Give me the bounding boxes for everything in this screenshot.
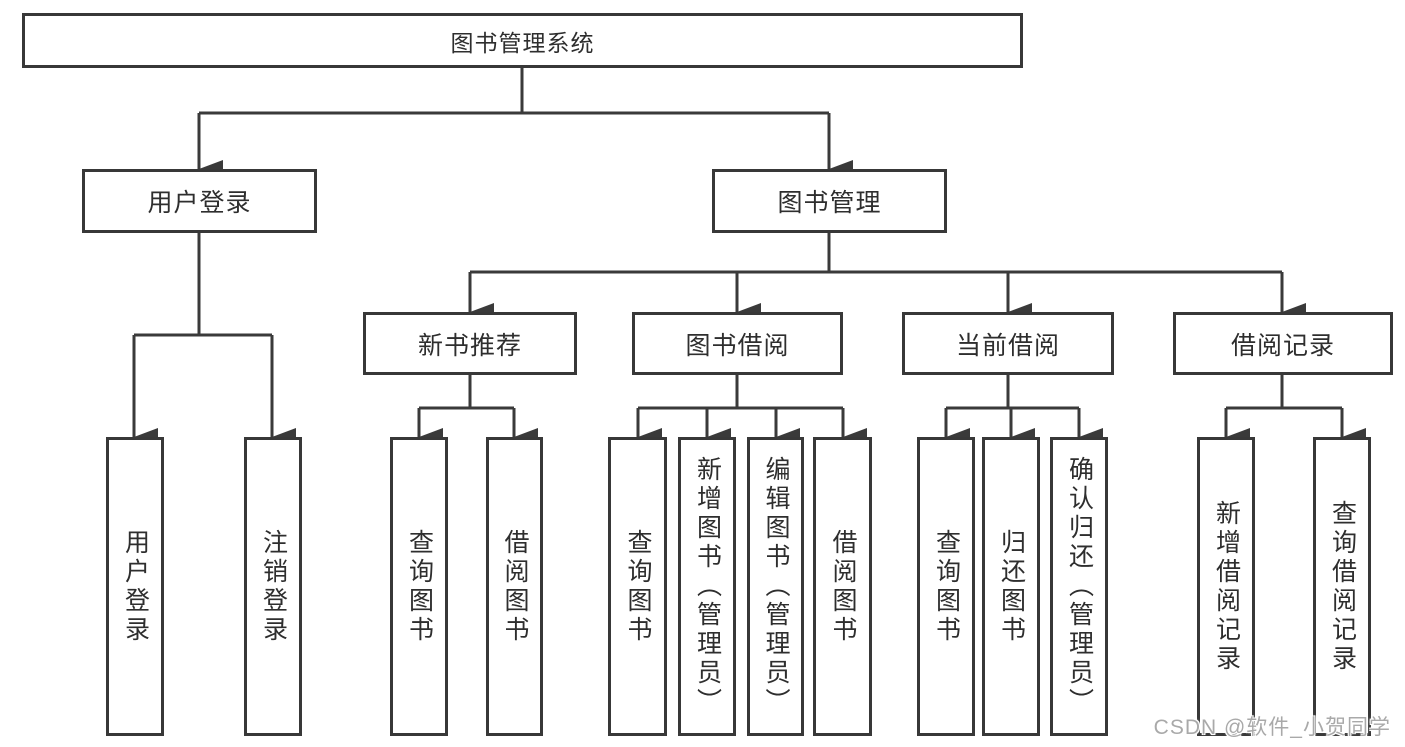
leaf-edit-book-admin: 编辑图书（管理员） <box>747 437 804 736</box>
leaf-query-books-2: 查询图书 <box>608 437 667 736</box>
edges-book-borrow <box>636 375 867 446</box>
node-label: 用户登录 <box>121 528 150 645</box>
node-label: 图书借阅 <box>685 331 790 360</box>
node-user-login: 用户登录 <box>82 169 317 233</box>
node-label: 编辑图书（管理员） <box>762 456 790 717</box>
leaf-confirm-return-admin: 确认归还（管理员） <box>1050 437 1108 736</box>
edges-root <box>197 68 853 178</box>
node-book-borrow: 图书借阅 <box>632 312 843 375</box>
node-label: 归还图书 <box>997 528 1026 645</box>
node-label: 新增图书（管理员） <box>693 456 722 717</box>
node-label: 图书管理 <box>777 189 882 217</box>
node-label: 当前借阅 <box>955 331 1060 360</box>
node-label: 新书推荐 <box>417 331 522 360</box>
node-label: 查询借阅记录 <box>1328 499 1357 674</box>
edges-book-management <box>468 233 1306 321</box>
node-label: 用户登录 <box>147 189 252 217</box>
leaf-borrow-books-2: 借阅图书 <box>813 437 872 736</box>
node-label: 新增借阅记录 <box>1212 499 1241 674</box>
node-label: 图书管理系统 <box>450 29 595 56</box>
leaf-user-login: 用户登录 <box>106 437 164 736</box>
node-borrow-records: 借阅记录 <box>1173 312 1393 375</box>
edges-borrow-records <box>1224 375 1366 446</box>
node-current-borrow: 当前借阅 <box>902 312 1114 375</box>
leaf-query-books-1: 查询图书 <box>390 437 448 736</box>
node-new-book-recommend: 新书推荐 <box>363 312 577 375</box>
leaf-add-borrow-record: 新增借阅记录 <box>1197 437 1255 736</box>
leaf-logout: 注销登录 <box>244 437 302 736</box>
node-label: 借阅记录 <box>1230 331 1335 360</box>
node-label: 查询图书 <box>624 528 652 645</box>
watermark-text: CSDN @软件_小贺同学 <box>1153 716 1391 739</box>
leaf-query-books-3: 查询图书 <box>917 437 975 736</box>
edges-user-login <box>132 233 296 446</box>
edges-new-book-recommend <box>417 375 538 446</box>
node-label: 注销登录 <box>259 528 288 645</box>
node-root: 图书管理系统 <box>22 13 1023 68</box>
node-label: 查询图书 <box>932 528 961 645</box>
node-label: 借阅图书 <box>501 528 529 645</box>
node-label: 查询图书 <box>405 528 434 645</box>
leaf-query-borrow-record: 查询借阅记录 <box>1313 437 1371 736</box>
node-label: 确认归还（管理员） <box>1065 456 1094 717</box>
node-label: 借阅图书 <box>829 528 857 645</box>
leaf-return-book: 归还图书 <box>982 437 1040 736</box>
leaf-borrow-books-1: 借阅图书 <box>486 437 543 736</box>
edges-current-borrow <box>944 375 1103 446</box>
node-book-management: 图书管理 <box>712 169 947 233</box>
leaf-add-book-admin: 新增图书（管理员） <box>678 437 736 736</box>
